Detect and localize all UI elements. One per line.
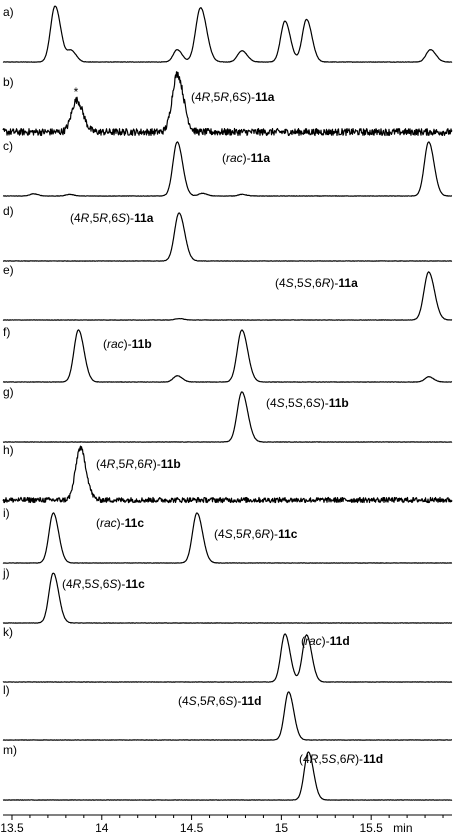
panel-label: j) [2,566,10,580]
trace-m [2,751,453,801]
panel-label: b) [3,75,14,89]
panel-label: l) [3,683,10,697]
trace-l [2,691,453,741]
compound-label: (4S,5R,6S)-11d [178,694,261,708]
x-axis-label: min [393,821,412,833]
trace-k [2,633,453,683]
trace-i [2,512,453,564]
trace-b [2,71,453,137]
compound-label: (4R,5R,6S)-11a [191,90,275,104]
panel-label: c) [3,139,13,153]
trace-h [2,445,453,504]
compound-label: (4R,5S,6S)-11c [62,577,145,591]
x-tick-label: 14.5 [180,821,204,833]
panel-label: g) [3,385,14,399]
x-axis: 13.5 14 14.5 15 15.5 min [0,814,452,833]
x-tick-label: 15.5 [360,821,384,833]
trace-f [2,329,453,383]
traces-layer [2,5,453,801]
panel-label: a) [3,5,14,19]
compound-label: (4R,5R,6R)-11b [96,457,181,471]
compound-label: (rac)-11b [103,337,152,351]
compound-label: (4R,5S,6R)-11d [299,752,383,766]
panel-label: h) [3,443,14,457]
labels-layer: a) b) * (4R,5R,6S)-11a c) (rac)-11a d) (4R,5R,6… [2,5,383,766]
compound-label: (rac)-11a [222,151,270,165]
compound-label: (rac)-11d [301,634,350,648]
x-tick-label: 14 [95,821,109,833]
trace-j [2,572,453,624]
panel-label: i) [3,506,10,520]
compound-label: (4S,5R,6R)-11c [214,527,298,541]
compound-label: (4R,5R,6S)-11a [70,211,154,225]
panel-label: m) [3,743,17,757]
panel-label: d) [3,204,14,218]
trace-c [2,141,453,197]
compound-label: (4S,5S,6R)-11a [275,276,358,290]
asterisk-marker: * [74,85,79,99]
trace-a [2,5,453,63]
trace-d [2,212,453,262]
panel-label: e) [3,263,14,277]
compound-label: (rac)-11c [96,516,144,530]
trace-e [2,271,453,321]
x-tick-label: 15 [275,821,289,833]
panel-label: f) [3,325,10,339]
x-tick-label: 13.5 [0,821,24,833]
panel-label: k) [3,625,13,639]
compound-label: (4S,5S,6S)-11b [266,396,349,410]
trace-g [2,391,453,443]
